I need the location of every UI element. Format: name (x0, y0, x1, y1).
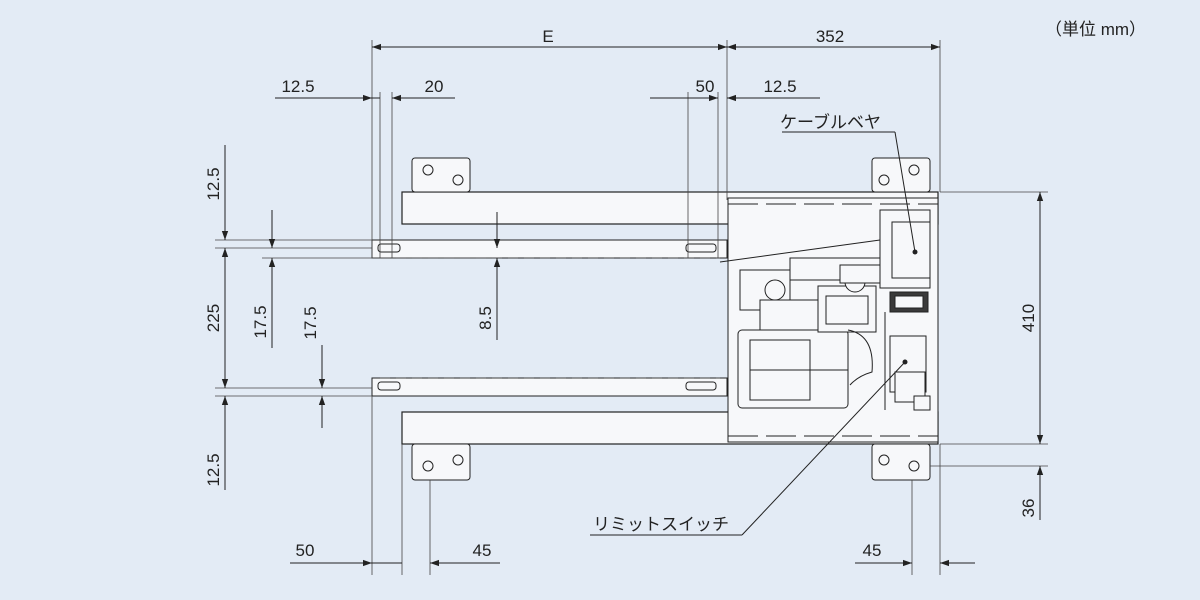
dim-17-5-a: 17.5 (251, 305, 270, 338)
dimension-lines-right (290, 192, 1044, 567)
dimension-lines-left (221, 145, 501, 490)
dim-410: 410 (1019, 304, 1038, 332)
label-limit-switch: リミットスイッチ (593, 515, 729, 534)
dim-45-left: 45 (473, 541, 492, 560)
dim-225: 225 (204, 304, 223, 332)
extension-lines (215, 40, 1048, 575)
dim-12-5-top-right: 12.5 (763, 77, 796, 96)
dim-352: 352 (816, 27, 844, 46)
machine-outline (371, 157, 939, 481)
unit-note: （単位 mm） (1045, 20, 1146, 39)
dim-E: E (542, 27, 553, 46)
dim-17-5-b: 17.5 (301, 306, 320, 339)
dimension-labels: E 352 12.5 20 50 12.5 12.5 225 17.5 17.5… (204, 27, 1038, 560)
leader-lines (590, 131, 918, 536)
dim-20: 20 (425, 77, 444, 96)
dimension-lines-top (275, 43, 940, 102)
dim-12-5-left-lower: 12.5 (204, 453, 223, 486)
dim-8-5: 8.5 (476, 306, 495, 330)
dim-36: 36 (1019, 499, 1038, 518)
dim-50-bottom: 50 (296, 541, 315, 560)
dim-45-right: 45 (863, 541, 882, 560)
dim-50-top: 50 (696, 77, 715, 96)
label-cable-carrier: ケーブルベヤ (780, 112, 881, 132)
dim-12-5-top-left: 12.5 (281, 77, 314, 96)
dim-12-5-left-upper: 12.5 (204, 167, 223, 200)
